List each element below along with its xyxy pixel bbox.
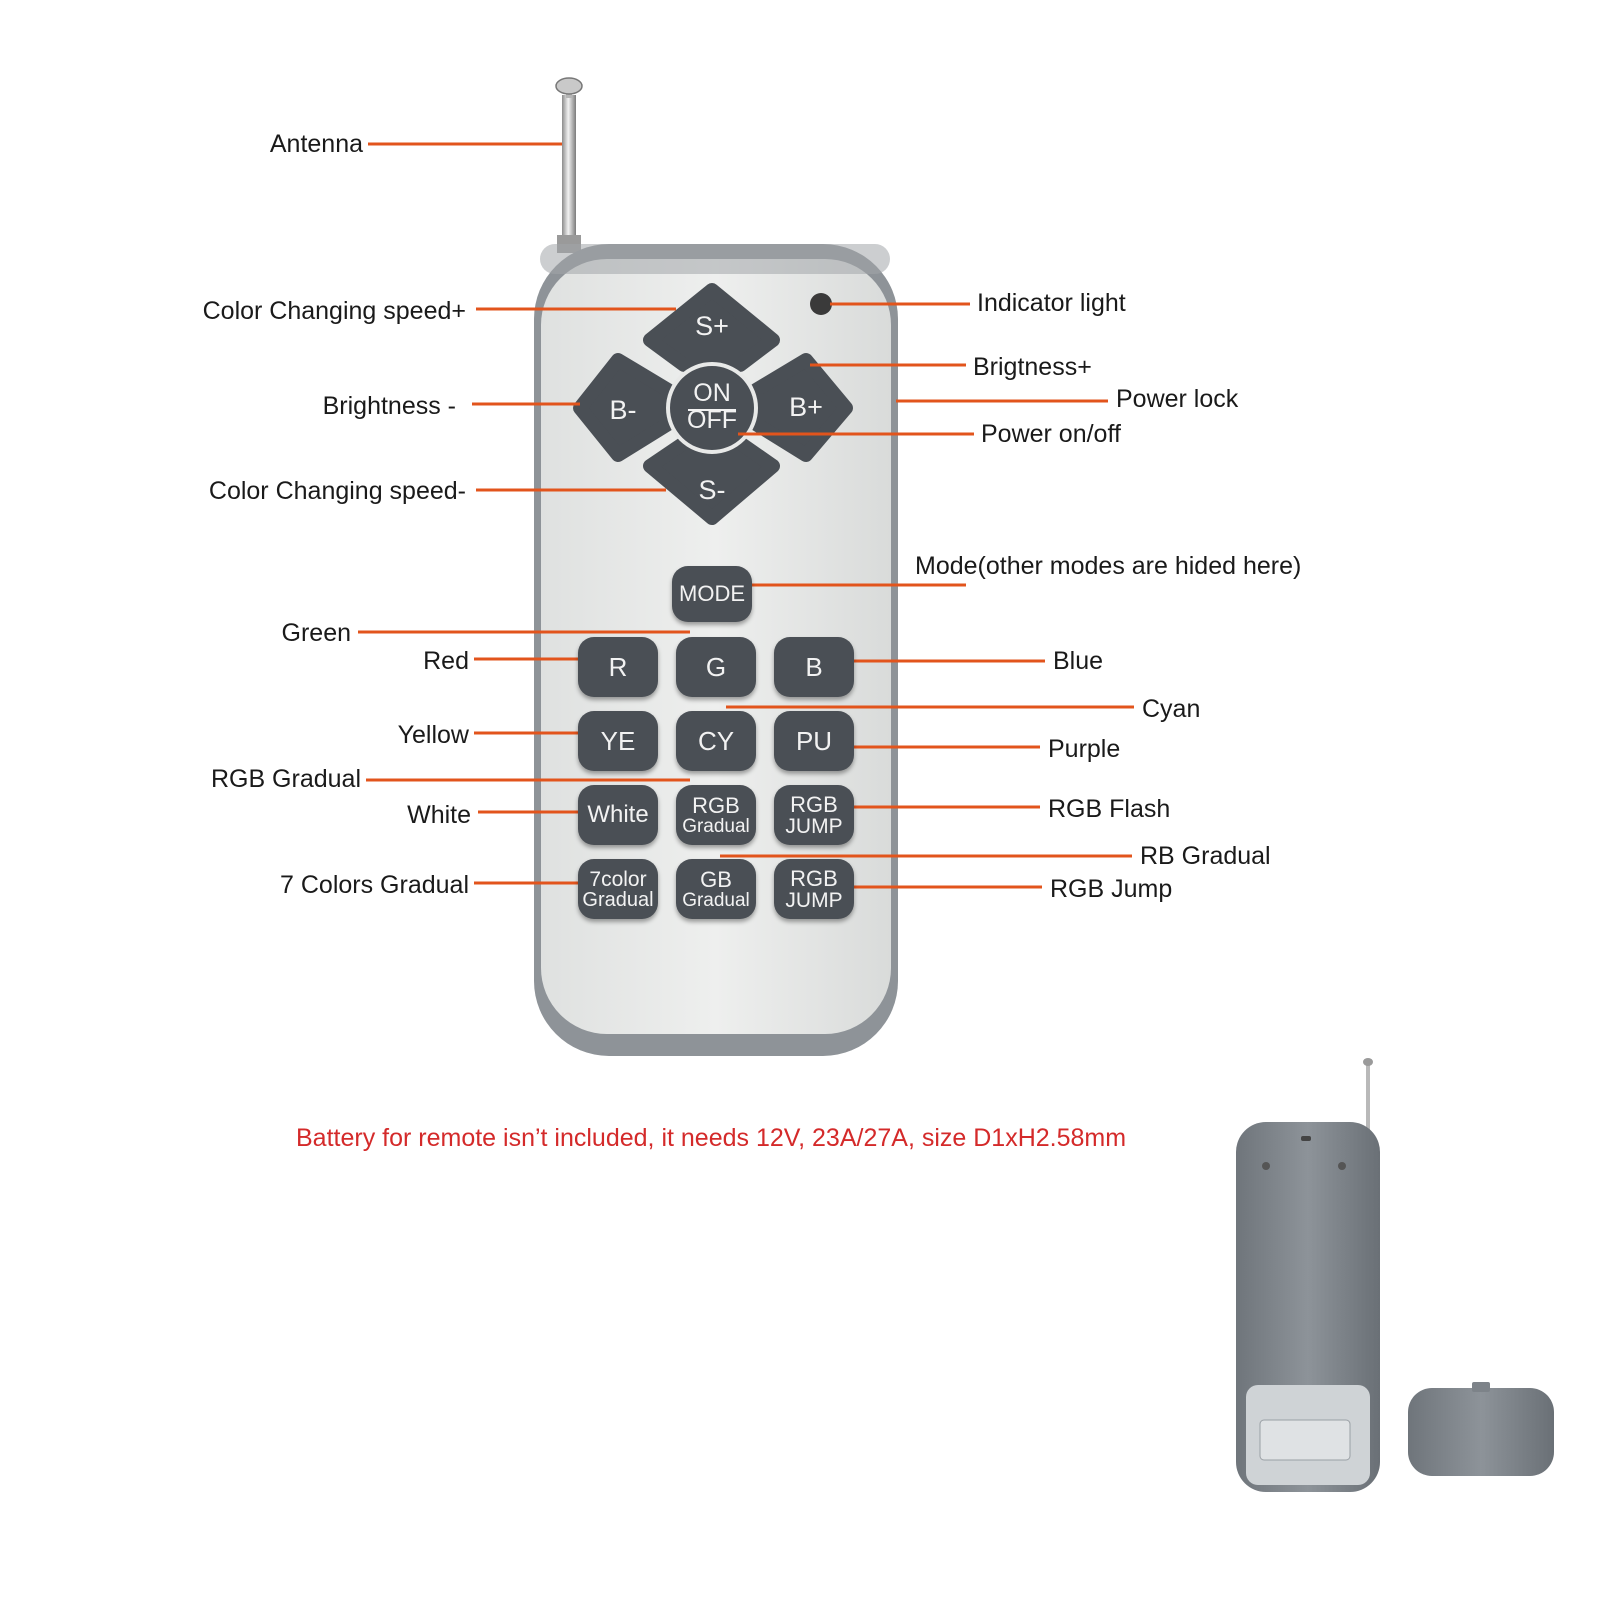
yellow-button[interactable]: YE bbox=[578, 711, 658, 771]
label-rb-gradual: RB Gradual bbox=[1140, 842, 1271, 870]
label-power-onoff: Power on/off bbox=[981, 420, 1121, 448]
indicator-light-icon bbox=[810, 293, 832, 315]
label-brightness-minus: Brightness - bbox=[322, 392, 456, 420]
green-button[interactable]: G bbox=[676, 637, 756, 697]
label-cyan: Cyan bbox=[1142, 695, 1201, 723]
gb-gradual-key-line1: GB bbox=[700, 866, 732, 892]
mode-button-label: MODE bbox=[679, 581, 745, 606]
rgb-flash-key-line2: JUMP bbox=[785, 814, 843, 838]
purple-key-label: PU bbox=[795, 726, 833, 756]
label-speed-minus: Color Changing speed- bbox=[208, 477, 466, 505]
rgb-gradual-key-line2: Gradual bbox=[682, 815, 750, 837]
green-key-label: G bbox=[705, 652, 727, 682]
label-seven-colors-gradual: 7 Colors Gradual bbox=[280, 871, 469, 899]
label-white: White bbox=[407, 801, 471, 829]
rgb-gradual-key-line1: RGB bbox=[692, 792, 740, 818]
cyan-key-label: CY bbox=[697, 726, 735, 756]
label-indicator-light: Indicator light bbox=[977, 289, 1126, 317]
purple-button[interactable]: PU bbox=[774, 711, 854, 771]
mode-button[interactable]: MODE bbox=[672, 566, 752, 622]
label-rgb-jump: RGB Jump bbox=[1050, 875, 1173, 903]
label-power-lock: Power lock bbox=[1116, 385, 1239, 413]
remote-back-photo bbox=[1236, 1058, 1380, 1492]
speed-plus-button[interactable]: S+ bbox=[695, 311, 729, 341]
white-button[interactable]: White bbox=[578, 785, 658, 845]
label-red: Red bbox=[423, 647, 469, 675]
brightness-minus-button[interactable]: B- bbox=[609, 395, 637, 425]
label-green: Green bbox=[281, 619, 351, 647]
power-on-label[interactable]: ON bbox=[693, 379, 731, 407]
speed-minus-button[interactable]: S- bbox=[698, 475, 726, 505]
label-mode: Mode(other modes are hided here) bbox=[915, 552, 1302, 580]
seven-color-key-line2: Gradual bbox=[582, 888, 654, 911]
battery-cover-photo bbox=[1408, 1382, 1554, 1476]
leader-lines bbox=[358, 142, 1134, 889]
cyan-button[interactable]: CY bbox=[676, 711, 756, 771]
antenna-icon bbox=[555, 77, 583, 253]
label-blue: Blue bbox=[1053, 647, 1104, 675]
dpad bbox=[573, 283, 853, 525]
label-yellow: Yellow bbox=[397, 721, 469, 749]
rgb-jump-key-line1: RGB bbox=[790, 865, 838, 891]
label-brightness-plus: Brigtness+ bbox=[973, 353, 1092, 381]
gb-gradual-key-line2: Gradual bbox=[682, 889, 750, 911]
battery-note: Battery for remote isn’t included, it ne… bbox=[296, 1124, 1127, 1152]
label-purple: Purple bbox=[1048, 735, 1121, 763]
blue-key-label: B bbox=[805, 652, 823, 682]
white-key-label: White bbox=[587, 801, 649, 828]
label-speed-plus: Color Changing speed+ bbox=[202, 297, 466, 325]
red-button[interactable]: R bbox=[578, 637, 658, 697]
power-off-label[interactable]: OFF bbox=[687, 406, 737, 434]
red-key-label: R bbox=[608, 652, 628, 682]
seven-color-key-line1: 7color bbox=[589, 867, 647, 891]
blue-button[interactable]: B bbox=[774, 637, 854, 697]
brightness-plus-button[interactable]: B+ bbox=[789, 392, 823, 422]
label-antenna: Antenna bbox=[269, 130, 363, 158]
rgb-jump-key-line2: JUMP bbox=[785, 888, 843, 912]
label-rgb-gradual: RGB Gradual bbox=[210, 765, 361, 793]
label-rgb-flash: RGB Flash bbox=[1048, 795, 1171, 823]
yellow-key-label: YE bbox=[600, 726, 636, 756]
rgb-flash-key-line1: RGB bbox=[790, 791, 838, 817]
